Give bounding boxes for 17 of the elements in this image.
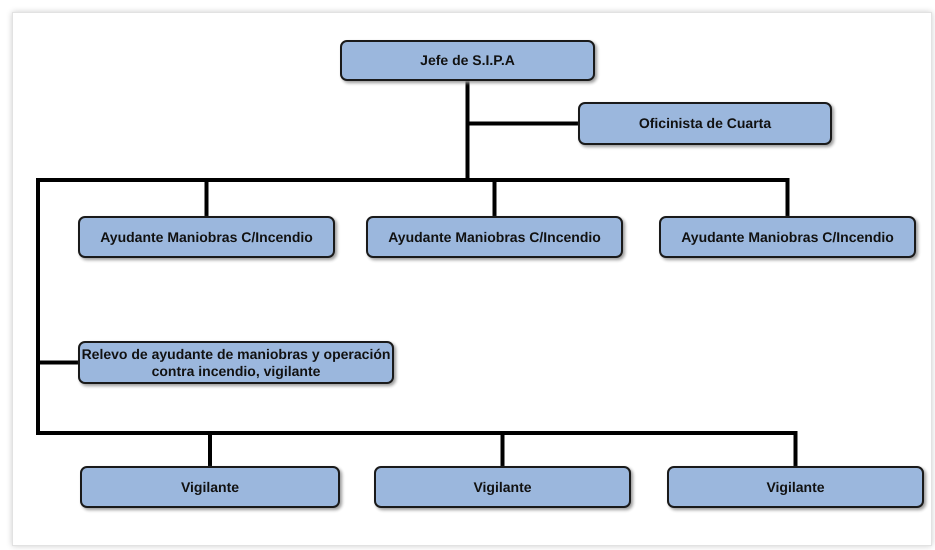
role-label: Oficinista de Cuarta — [638, 115, 772, 132]
role-label: Ayudante Maniobras C/Incendio — [681, 228, 894, 246]
role-label: Ayudante Maniobras C/Incendio — [388, 228, 601, 246]
org-box — [366, 216, 623, 258]
role-label: Ayudante Maniobras C/Incendio — [100, 228, 313, 246]
org-box — [80, 466, 340, 508]
org-box — [78, 216, 335, 258]
org-box — [340, 40, 595, 81]
org-box — [578, 102, 832, 145]
role-label: Vigilante — [473, 478, 532, 496]
role-label: Jefe de S.I.P.A — [420, 52, 515, 69]
org-box — [667, 466, 924, 508]
org-box — [659, 216, 916, 258]
role-label: Vigilante — [766, 478, 825, 496]
org-box — [374, 466, 631, 508]
role-label: Relevo de ayudante de maniobras y operación contra incendio, vigilante — [80, 346, 392, 379]
role-label: Vigilante — [180, 478, 240, 496]
